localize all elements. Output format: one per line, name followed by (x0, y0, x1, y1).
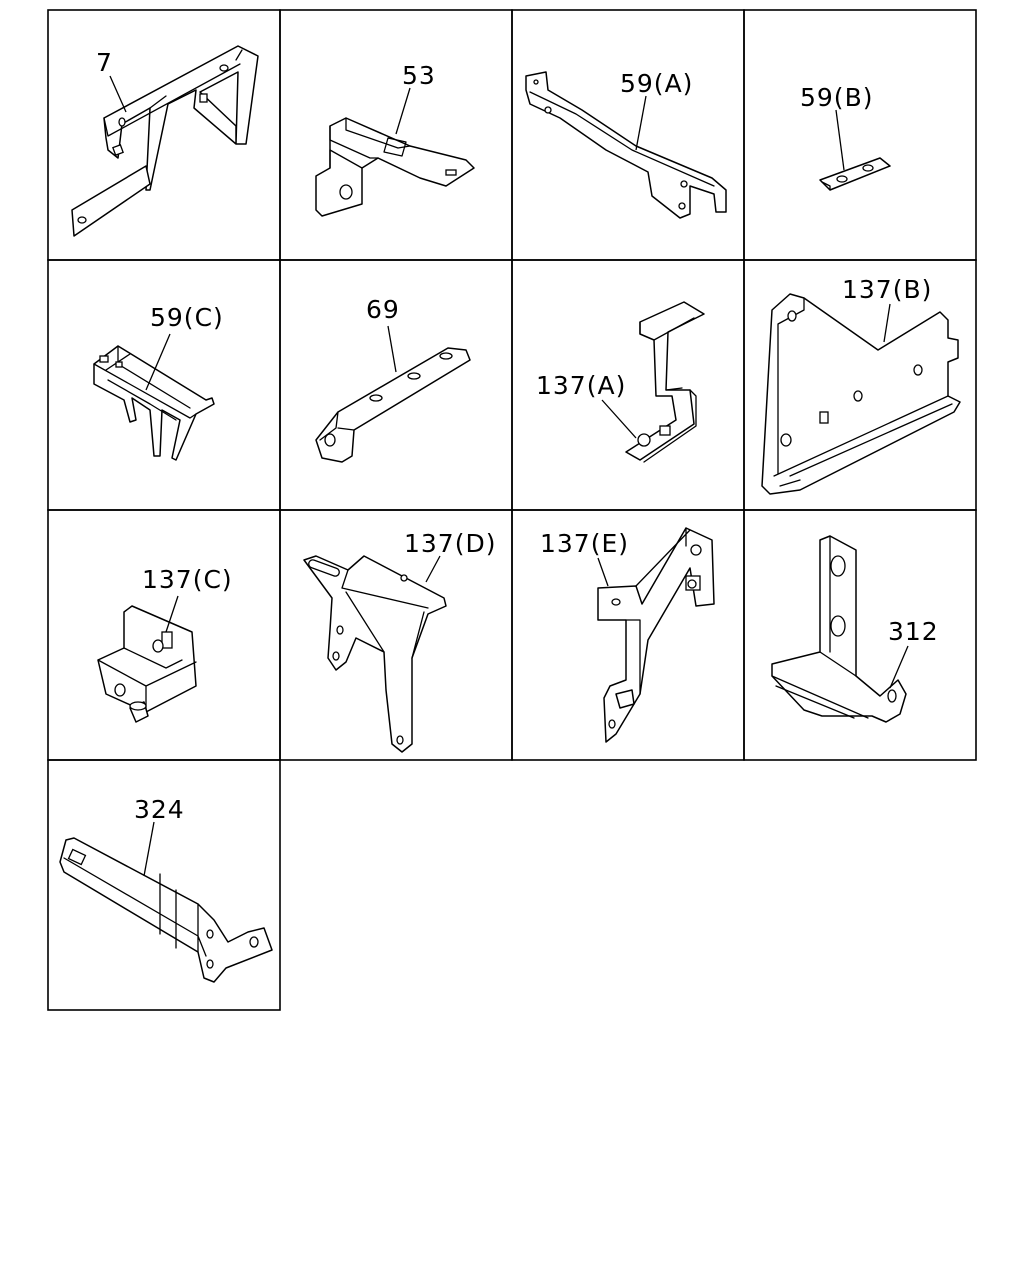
leader-137c (165, 595, 179, 633)
part-59a[interactable]: 59(A) (525, 69, 727, 219)
cell-border-324 (47, 759, 281, 1011)
cell-border-59a (511, 9, 745, 261)
leader-53 (395, 87, 411, 135)
long-stay-bracket-icon (525, 71, 727, 219)
part-137b[interactable]: 137(B) (761, 275, 961, 495)
cell-border-312 (743, 509, 977, 761)
part-label-59b: 59(B) (800, 83, 873, 112)
small-plate-icon (819, 157, 891, 191)
part-label-312: 312 (888, 617, 939, 646)
part-7[interactable]: 7 (71, 45, 259, 237)
leader-69 (387, 325, 397, 373)
leader-137e (597, 557, 609, 587)
leader-137d (425, 555, 441, 583)
part-label-137c: 137(C) (142, 565, 233, 594)
long-strap-bracket-icon (59, 837, 273, 983)
part-137a[interactable]: 137(A) (536, 301, 705, 463)
cell-border-59b (743, 9, 977, 261)
part-69[interactable]: 69 (315, 295, 471, 463)
part-137e[interactable]: 137(E) (540, 527, 715, 743)
part-label-59a: 59(A) (620, 69, 693, 98)
part-label-137b: 137(B) (842, 275, 932, 304)
part-59b[interactable]: 59(B) (800, 83, 891, 191)
hinged-bracket-icon (315, 117, 475, 217)
part-label-53: 53 (402, 61, 436, 90)
large-plate-bracket-icon (761, 293, 961, 495)
z-bracket-with-nut-icon (625, 301, 705, 463)
flat-bracket-icon (315, 347, 471, 463)
l-bracket-icon (771, 535, 907, 723)
cell-border-53 (279, 9, 513, 261)
grid (47, 9, 977, 1011)
offset-bracket-with-stud-icon (597, 527, 715, 743)
part-label-59c: 59(C) (150, 303, 224, 332)
angle-bracket-with-stud-icon (97, 605, 197, 723)
leader-59b (835, 109, 845, 171)
leader-137a (601, 399, 637, 439)
bracket-frame-icon (71, 45, 259, 237)
part-label-69: 69 (366, 295, 400, 324)
leader-324 (143, 821, 155, 877)
leader-59a (635, 95, 647, 151)
part-53[interactable]: 53 (315, 61, 475, 217)
part-label-137a: 137(A) (536, 371, 626, 400)
part-324[interactable]: 324 (59, 795, 273, 983)
leader-59c (145, 333, 171, 391)
tall-slotted-bracket-icon (303, 555, 447, 753)
part-label-324: 324 (134, 795, 185, 824)
part-312[interactable]: 312 (771, 535, 939, 723)
part-59c[interactable]: 59(C) (93, 303, 224, 461)
box-bracket-icon (93, 345, 215, 461)
part-label-137e: 137(E) (540, 529, 629, 558)
leader-137b (883, 303, 891, 343)
part-label-7: 7 (96, 48, 113, 77)
part-137d[interactable]: 137(D) (303, 529, 496, 753)
part-137c[interactable]: 137(C) (97, 565, 233, 723)
leader-312 (889, 645, 909, 689)
part-label-137d: 137(D) (404, 529, 496, 558)
leader-7 (109, 75, 127, 113)
